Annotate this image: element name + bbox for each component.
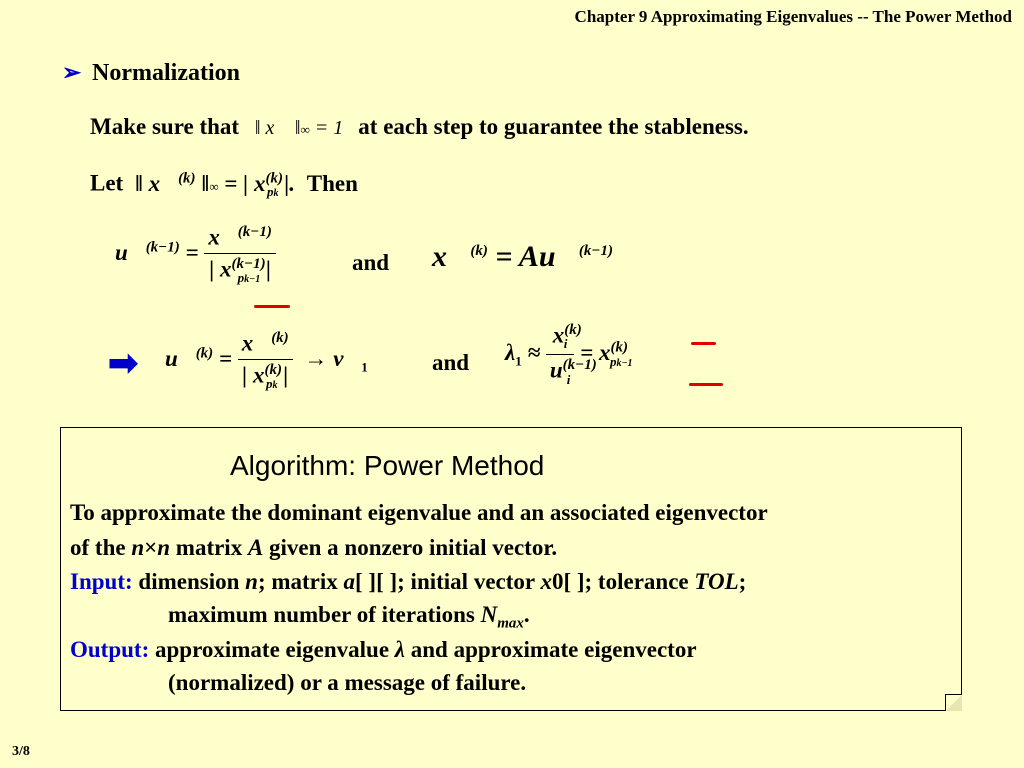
chapter-header: Chapter 9 Approximating Eigenvalues -- T…: [574, 7, 1012, 26]
alg-description-1: To approximate the dominant eigenvalue a…: [70, 500, 768, 525]
page-number: 3/8: [12, 744, 30, 759]
fraction-x-over-xp: x⃗(k−1) | x(k−1)pk−1 |: [204, 224, 276, 286]
u-k-limit-formula: u⃗(k) = x⃗(k) | x(k)pk | → v⃗1: [165, 330, 368, 391]
alg-output-line-2: (normalized) or a message of failure.: [168, 670, 527, 695]
alg-output-line-1: Output: approximate eigenvalue λ and app…: [70, 637, 697, 662]
line-let: Let ‖ x⃗(k) ‖∞ = | x(k)pk |. Then: [90, 170, 358, 200]
input-label: Input:: [70, 569, 133, 594]
and-word-2: and: [432, 350, 470, 375]
alg-description-2: of the n×n matrix A given a nonzero init…: [70, 535, 558, 560]
u-k-minus-1-definition: u⃗(k−1) = x⃗(k−1) | x(k−1)pk−1 |: [115, 224, 276, 286]
output-label: Output:: [70, 637, 150, 662]
line-make-sure: Make sure that ‖ x⃗ ‖∞ = 1 at each step …: [90, 114, 749, 139]
implies-arrow-icon: ➡: [108, 343, 139, 383]
page-fold-corner: [945, 694, 962, 711]
arrow-bullet-icon: ➢: [62, 60, 82, 85]
algorithm-box: [60, 427, 962, 711]
red-underline-pk1-b: [689, 383, 723, 386]
x-equals-Au-formula: x⃗(k) = Au⃗(k−1): [432, 240, 613, 273]
red-underline-k: [691, 342, 716, 345]
and-word-1: and: [352, 250, 390, 275]
red-underline-pk1: [254, 305, 290, 308]
section-title: Normalization: [92, 60, 240, 86]
algorithm-title: Algorithm: Power Method: [230, 450, 545, 481]
norm-condition-formula: ‖ x⃗ ‖∞ = 1: [254, 117, 349, 139]
lambda-approx-formula: λ1 ≈ x(k)i u(k−1)i = x(k)pk−1: [505, 322, 633, 387]
let-formula: ‖ x⃗(k) ‖∞ = | x(k)pk |.: [134, 170, 301, 200]
alg-input-line-2: maximum number of iterations Nmax.: [168, 602, 530, 632]
alg-input-line-1: Input: dimension n; matrix a[ ][ ]; init…: [70, 569, 747, 594]
